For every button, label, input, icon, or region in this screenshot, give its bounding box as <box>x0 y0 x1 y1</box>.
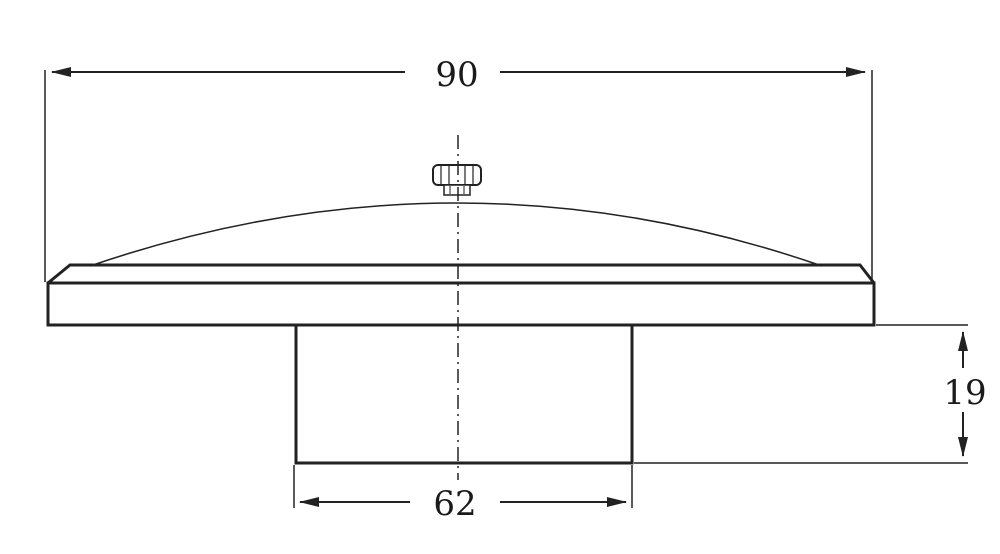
knob <box>432 164 482 196</box>
base-cylinder <box>294 323 634 465</box>
overall-width-label: 90 <box>435 55 478 95</box>
base-width-dimension: 62 <box>293 465 633 524</box>
base-width-label: 62 <box>433 484 476 524</box>
base-height-label: 19 <box>943 373 986 413</box>
base-height-dimension: 19 <box>634 324 987 464</box>
overall-width-dimension: 90 <box>44 55 873 282</box>
lid-dome <box>89 202 823 267</box>
lid-rim <box>46 263 876 327</box>
